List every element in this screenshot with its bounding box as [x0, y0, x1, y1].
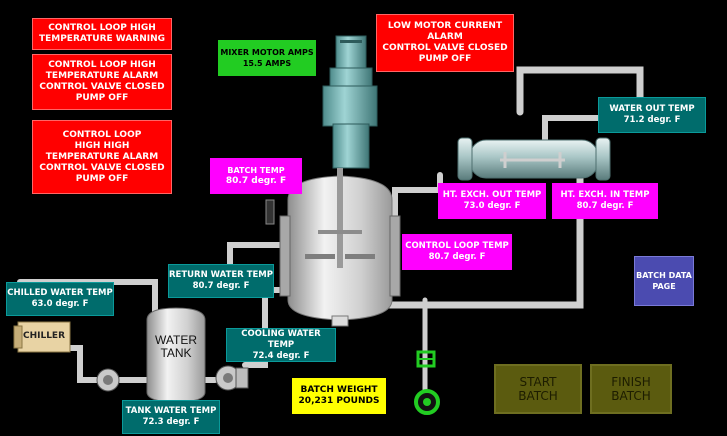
alarm-line: CONTROL LOOP HIGH — [48, 60, 156, 70]
heat-exchanger-icon — [457, 137, 611, 181]
readout-label: COOLING WATER TEMP — [241, 328, 321, 350]
readout-value: 15.5 AMPS — [242, 59, 292, 68]
alarm-line: CONTROL LOOP — [62, 129, 142, 140]
alarm-line: CONTROL VALVE CLOSED — [382, 43, 508, 53]
alarm-line: PUMP OFF — [75, 173, 129, 184]
readout-label: BATCH WEIGHT — [300, 385, 378, 395]
readout-label: WATER OUT TEMP — [609, 104, 695, 114]
alarm-line: ALARM — [427, 32, 463, 42]
readout-label: CHILLED WATER TEMP — [7, 288, 113, 298]
alarm-line: TEMPERATURE ALARM — [45, 151, 159, 162]
readout-value: 80.7 degr. F — [225, 176, 287, 186]
button-label: BATCH — [611, 389, 651, 403]
alarm-high-temp: CONTROL LOOP HIGH TEMPERATURE ALARM CONT… — [32, 54, 172, 110]
button-label: BATCH — [518, 389, 558, 403]
readout-value: 71.2 degr. F — [623, 115, 681, 125]
alarm-line: PUMP OFF — [75, 93, 129, 103]
readout-value: 80.7 degr. F — [576, 201, 634, 211]
alarm-line: CONTROL LOOP HIGH — [48, 23, 156, 33]
tank-water-temp-readout: TANK WATER TEMP 72.3 degr. F — [122, 400, 220, 434]
readout-value: 72.3 degr. F — [142, 417, 200, 427]
readout-label: RETURN WATER TEMP — [169, 270, 273, 280]
water-out-temp-readout: WATER OUT TEMP 71.2 degr. F — [598, 97, 706, 133]
readout-value: 80.7 degr. F — [192, 281, 250, 291]
ht-exch-out-temp-readout: HT. EXCH. OUT TEMP 73.0 degr. F — [438, 183, 546, 219]
start-batch-button[interactable]: START BATCH — [494, 364, 582, 414]
control-loop-temp-readout: CONTROL LOOP TEMP 80.7 degr. F — [402, 234, 512, 270]
finish-batch-button[interactable]: FINISH BATCH — [590, 364, 672, 414]
batch-temp-readout: BATCH TEMP 80.7 degr. F — [210, 158, 302, 194]
batch-weight-readout: BATCH WEIGHT 20,231 POUNDS — [292, 378, 386, 414]
water-tank-label: WATER TANK — [148, 334, 204, 360]
alarm-line: CONTROL VALVE CLOSED — [39, 82, 165, 92]
mixer-motor-amps-readout: MIXER MOTOR AMPS 15.5 AMPS — [218, 40, 316, 76]
readout-label: HT. EXCH. IN TEMP — [560, 190, 650, 200]
return-water-temp-readout: RETURN WATER TEMP 80.7 degr. F — [168, 264, 274, 298]
readout-label: MIXER MOTOR AMPS — [220, 48, 314, 57]
water-tank-label-line: TANK — [160, 346, 192, 360]
readout-value: 20,231 POUNDS — [298, 396, 380, 406]
alarm-line: TEMPERATURE ALARM — [45, 71, 159, 81]
chiller-unit — [13, 321, 71, 353]
alarm-high-high: CONTROL LOOP HIGH HIGH TEMPERATURE ALARM… — [32, 120, 172, 194]
button-label: PAGE — [652, 282, 676, 291]
alarm-line: TEMPERATURE WARNING — [38, 34, 166, 44]
alarm-line: HIGH HIGH — [74, 140, 130, 151]
water-tank-label-line: WATER — [155, 333, 197, 347]
mixer-motor-icon — [322, 35, 378, 169]
readout-value: 63.0 degr. F — [31, 299, 89, 309]
cooling-water-temp-readout: COOLING WATER TEMP 72.4 degr. F — [226, 328, 336, 362]
readout-label: HT. EXCH. OUT TEMP — [442, 190, 542, 200]
readout-label: BATCH TEMP — [227, 166, 285, 175]
drain-valve-icon — [414, 350, 440, 415]
alarm-line: LOW MOTOR CURRENT — [387, 21, 503, 31]
readout-value: 73.0 degr. F — [463, 201, 521, 211]
pump-left-icon — [96, 368, 120, 392]
chilled-water-temp-readout: CHILLED WATER TEMP 63.0 degr. F — [6, 282, 114, 316]
readout-label: CONTROL LOOP TEMP — [405, 241, 509, 251]
button-label: BATCH DATA — [636, 271, 692, 280]
alarm-low-motor-current: LOW MOTOR CURRENT ALARM CONTROL VALVE CL… — [376, 14, 514, 72]
alarm-line: CONTROL VALVE CLOSED — [39, 162, 165, 173]
readout-value: 80.7 degr. F — [428, 252, 486, 262]
pump-right-icon — [215, 365, 249, 391]
batch-data-page-button[interactable]: BATCH DATA PAGE — [634, 256, 694, 306]
readout-value: 72.4 degr. F — [252, 350, 310, 361]
button-label: START — [519, 375, 557, 389]
ht-exch-in-temp-readout: HT. EXCH. IN TEMP 80.7 degr. F — [552, 183, 658, 219]
batch-reactor-vessel — [265, 168, 401, 327]
chiller-label: CHILLER — [22, 331, 66, 341]
readout-label: TANK WATER TEMP — [125, 406, 217, 416]
alarm-high-temp-warning: CONTROL LOOP HIGH TEMPERATURE WARNING — [32, 18, 172, 50]
alarm-line: PUMP OFF — [418, 54, 472, 64]
button-label: FINISH — [611, 375, 651, 389]
